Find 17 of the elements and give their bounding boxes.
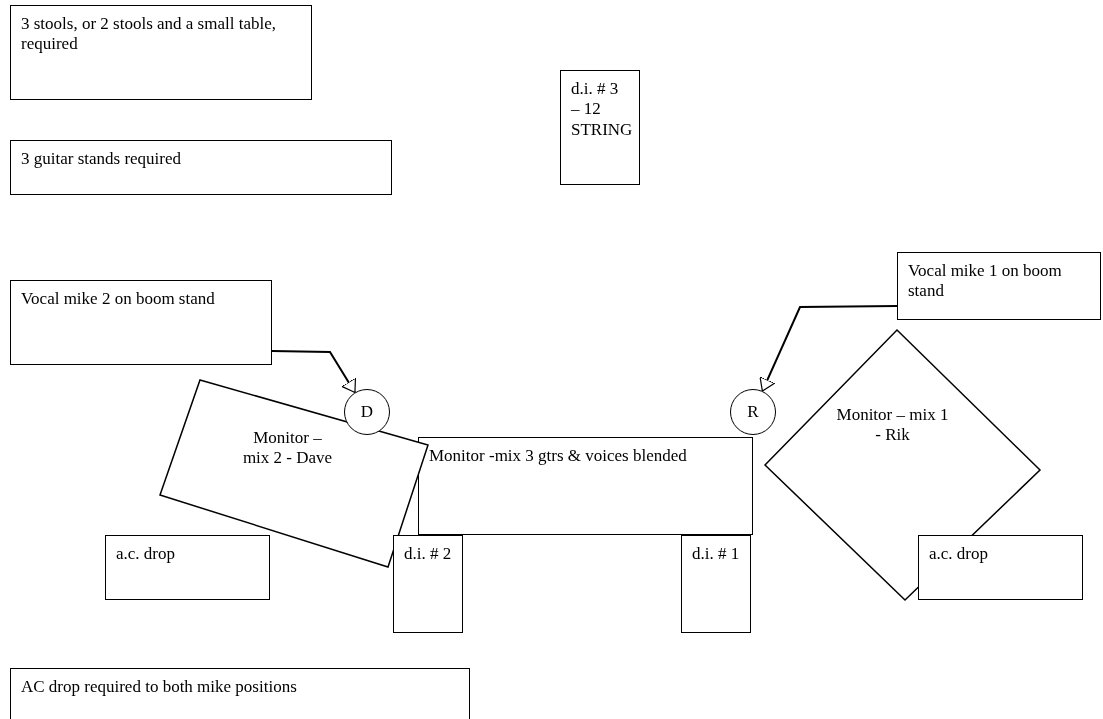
power-drop-box: a.c. drop [105, 535, 270, 600]
monitor-label: Monitor – mix 1 - Rik [835, 405, 950, 446]
position-circle: D [344, 389, 390, 435]
mike-note-box: Vocal mike 2 on boom stand [10, 280, 272, 365]
power-drop-box: a.c. drop [918, 535, 1083, 600]
note-box: AC drop required to both mike positions [10, 668, 470, 719]
arrow [271, 350, 357, 394]
monitor-box: Monitor -mix 3 gtrs & voices blended [418, 437, 753, 535]
di-box: d.i. # 1 [681, 535, 751, 633]
position-circle: R [730, 389, 776, 435]
note-box: 3 stools, or 2 stools and a small table, required [10, 5, 312, 100]
arrow [759, 305, 898, 392]
di-box: d.i. # 3 – 12 STRING [560, 70, 640, 185]
monitor-label: Monitor – mix 2 - Dave [241, 428, 334, 469]
note-box: 3 guitar stands required [10, 140, 392, 195]
mike-note-box: Vocal mike 1 on boom stand [897, 252, 1101, 320]
di-box: d.i. # 2 [393, 535, 463, 633]
